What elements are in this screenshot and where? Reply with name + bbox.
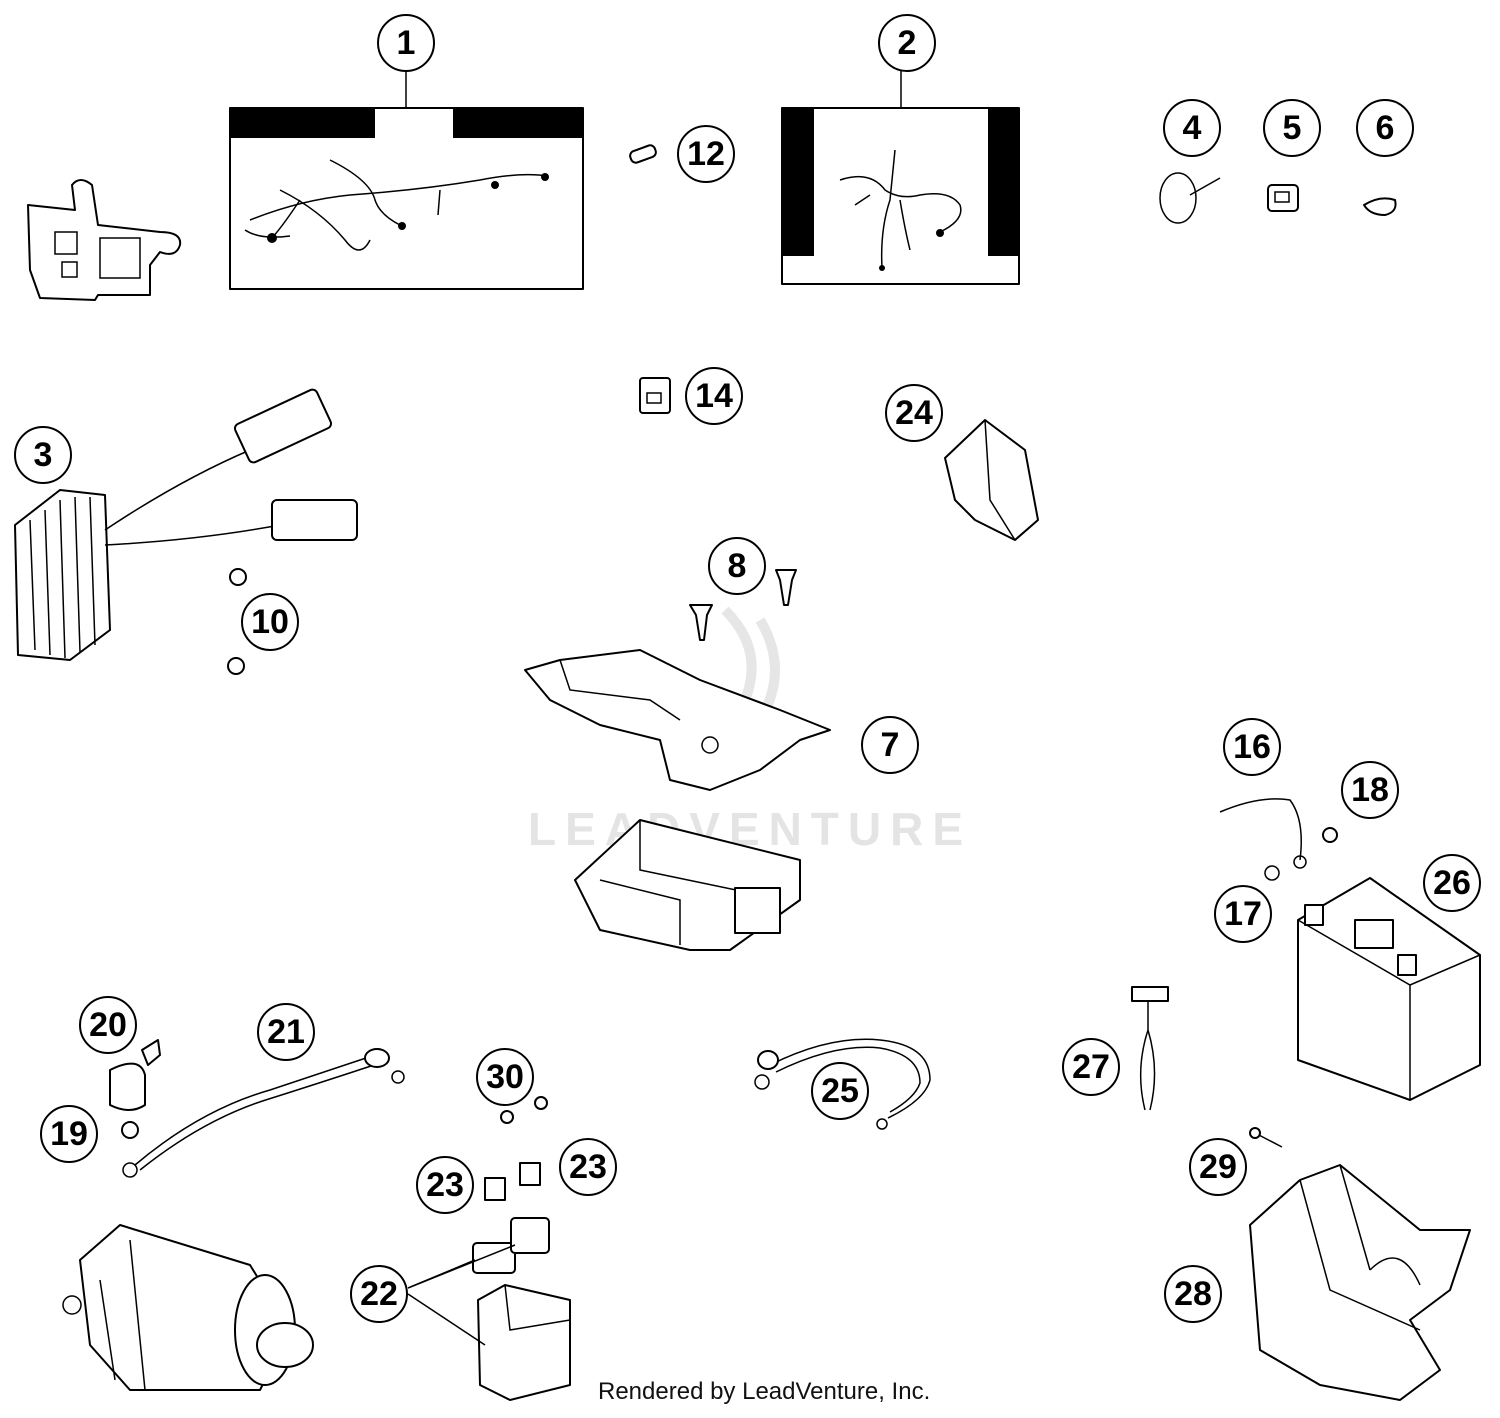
svg-text:29: 29 bbox=[1199, 1148, 1237, 1186]
washer-part-17 bbox=[1264, 865, 1280, 881]
callout-6: 6 bbox=[1356, 99, 1414, 157]
starter-motor-part bbox=[62, 1224, 314, 1391]
callout-14: 14 bbox=[685, 367, 743, 425]
relay-small-part bbox=[639, 377, 671, 414]
svg-text:4: 4 bbox=[1183, 109, 1202, 147]
callout-22: 22 bbox=[350, 1265, 408, 1323]
relay-part-24 bbox=[944, 419, 1039, 541]
voltage-regulator-part bbox=[14, 388, 358, 661]
svg-text:10: 10 bbox=[251, 603, 289, 641]
starter-cable-part bbox=[122, 1048, 405, 1178]
callout-30: 30 bbox=[476, 1048, 534, 1106]
callout-25: 25 bbox=[811, 1062, 869, 1120]
callout-4: 4 bbox=[1163, 99, 1221, 157]
svg-text:1: 1 bbox=[397, 24, 416, 62]
svg-text:2: 2 bbox=[898, 24, 917, 62]
callout-1: 1 bbox=[377, 14, 435, 72]
ecu-bracket-part bbox=[524, 649, 831, 791]
callout-23a: 23 bbox=[416, 1156, 474, 1214]
svg-text:25: 25 bbox=[821, 1072, 859, 1110]
svg-text:18: 18 bbox=[1351, 771, 1389, 809]
bolt-part-18 bbox=[1322, 827, 1338, 843]
svg-text:12: 12 bbox=[687, 135, 725, 173]
callout-19: 19 bbox=[40, 1105, 98, 1163]
ground-cable-part bbox=[1219, 798, 1307, 869]
svg-text:6: 6 bbox=[1376, 109, 1395, 147]
terminal-cap-part bbox=[109, 1039, 161, 1111]
svg-text:3: 3 bbox=[34, 436, 53, 474]
callout-17: 17 bbox=[1214, 885, 1272, 943]
callout-2: 2 bbox=[878, 14, 936, 72]
svg-text:23: 23 bbox=[426, 1166, 464, 1204]
wiring-harness-box bbox=[229, 107, 584, 290]
svg-text:5: 5 bbox=[1283, 109, 1302, 147]
fuse-strap-part bbox=[1131, 986, 1169, 1111]
footer-credit: Rendered by LeadVenture, Inc. bbox=[598, 1378, 931, 1405]
callout-16: 16 bbox=[1223, 718, 1281, 776]
sub-harness-box bbox=[781, 107, 1020, 285]
starter-relay-part bbox=[472, 1217, 571, 1401]
bulb-part bbox=[629, 144, 657, 164]
leader-22 bbox=[407, 1244, 516, 1346]
callout-5: 5 bbox=[1263, 99, 1321, 157]
ecu-unit-part bbox=[574, 819, 801, 951]
svg-text:16: 16 bbox=[1233, 728, 1271, 766]
svg-text:22: 22 bbox=[360, 1275, 398, 1313]
callout-3: 3 bbox=[14, 426, 72, 484]
clip-part bbox=[1267, 184, 1299, 212]
svg-text:20: 20 bbox=[89, 1006, 127, 1044]
svg-text:8: 8 bbox=[728, 547, 747, 585]
callout-23b: 23 bbox=[559, 1138, 617, 1196]
callout-10: 10 bbox=[241, 593, 299, 651]
callout-27: 27 bbox=[1062, 1038, 1120, 1096]
svg-text:30: 30 bbox=[486, 1058, 524, 1096]
callout-24: 24 bbox=[885, 384, 943, 442]
svg-text:24: 24 bbox=[895, 394, 933, 432]
svg-text:21: 21 bbox=[267, 1013, 305, 1051]
screw-part-8 bbox=[689, 569, 797, 641]
svg-text:26: 26 bbox=[1433, 864, 1471, 902]
svg-text:7: 7 bbox=[881, 726, 900, 764]
svg-text:23: 23 bbox=[569, 1148, 607, 1186]
fuse-part-23 bbox=[484, 1162, 541, 1201]
callout-26: 26 bbox=[1423, 854, 1481, 912]
screw-part-10 bbox=[227, 568, 247, 675]
svg-text:19: 19 bbox=[50, 1115, 88, 1153]
callout-20: 20 bbox=[79, 996, 137, 1054]
battery-part bbox=[1297, 877, 1481, 1101]
nut-part-19 bbox=[121, 1121, 139, 1139]
callout-8: 8 bbox=[708, 537, 766, 595]
svg-text:27: 27 bbox=[1072, 1048, 1110, 1086]
callout-21: 21 bbox=[257, 1003, 315, 1061]
clamp-part bbox=[1363, 197, 1397, 216]
cable-tie-part bbox=[1159, 172, 1221, 224]
callout-18: 18 bbox=[1341, 761, 1399, 819]
mounting-bracket-part bbox=[27, 179, 182, 301]
callout-12: 12 bbox=[677, 125, 735, 183]
bolt-part-29 bbox=[1249, 1127, 1283, 1148]
screw-part-30 bbox=[500, 1096, 548, 1124]
svg-text:14: 14 bbox=[695, 377, 733, 415]
callout-28: 28 bbox=[1164, 1265, 1222, 1323]
callout-29: 29 bbox=[1189, 1138, 1247, 1196]
callout-7: 7 bbox=[861, 716, 919, 774]
svg-text:17: 17 bbox=[1224, 895, 1262, 933]
battery-box-part bbox=[1249, 1164, 1471, 1401]
svg-text:28: 28 bbox=[1174, 1275, 1212, 1313]
battery-cable-part bbox=[754, 1038, 931, 1130]
